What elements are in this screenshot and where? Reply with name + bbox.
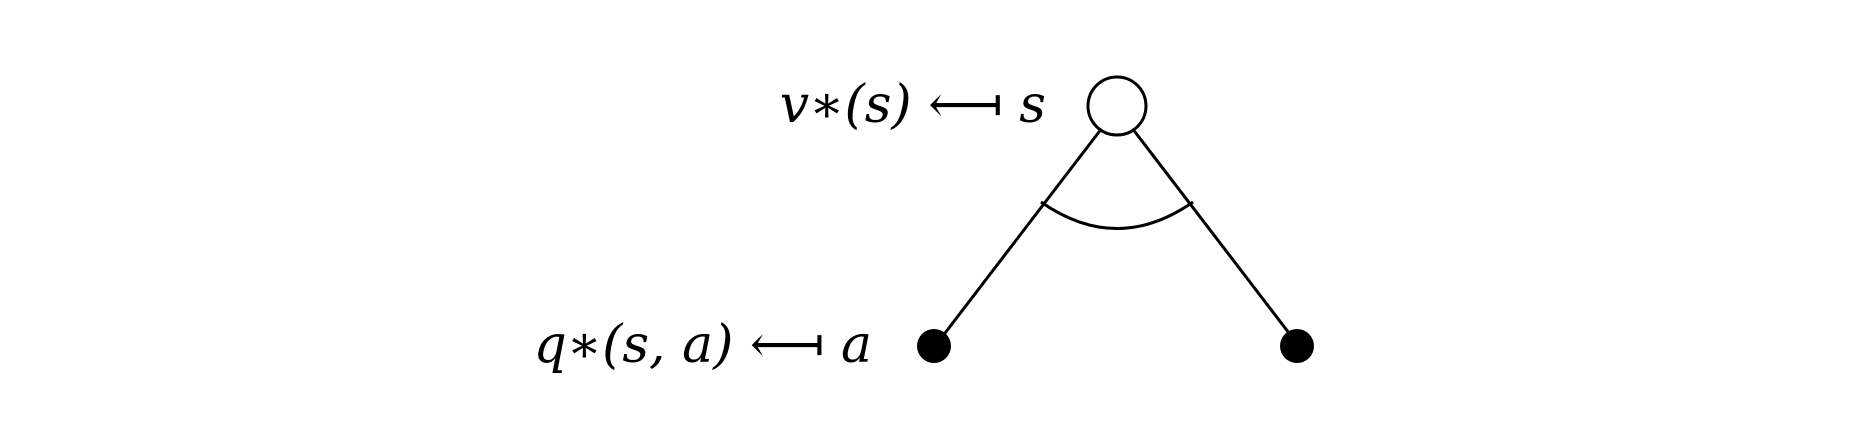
action-node-left (917, 329, 951, 363)
state-value-label: v∗(s) ⟻ s (780, 75, 1046, 135)
edge-right (1130, 127, 1294, 338)
action-value-label: q∗(s, a) ⟻ a (533, 315, 872, 375)
state-node (1086, 75, 1148, 137)
action-node-right (1280, 329, 1314, 363)
max-arc (1040, 200, 1194, 230)
edge-left (940, 127, 1104, 338)
